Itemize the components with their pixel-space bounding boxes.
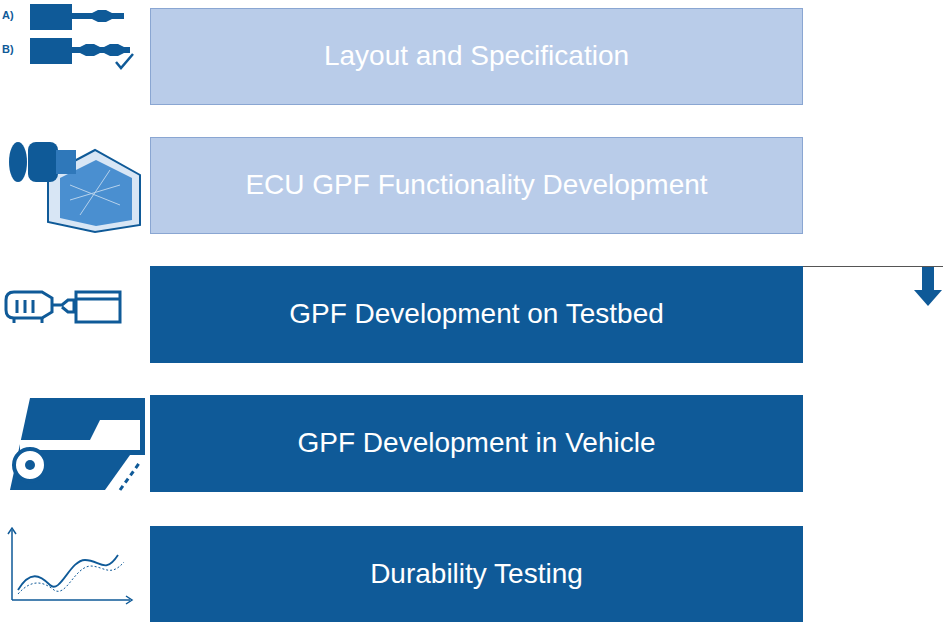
option-label: A) <box>2 9 14 21</box>
band-text: Durability Testing <box>358 558 595 590</box>
ecu-icon <box>9 142 140 232</box>
layout-icon <box>30 4 133 68</box>
chart-icon <box>8 528 132 604</box>
testbed-icon <box>6 292 120 323</box>
option-label: B) <box>2 43 14 55</box>
vehicle-icon <box>10 398 145 490</box>
band-text: GPF Development on Testbed <box>277 298 676 330</box>
process-band: Layout and Specification <box>150 8 803 105</box>
process-band: Durability Testing <box>150 526 803 622</box>
band-text: ECU GPF Functionality Development <box>233 169 719 201</box>
band-text: GPF Development in Vehicle <box>286 427 668 459</box>
process-band: GPF Development on Testbed <box>150 266 803 363</box>
process-band: ECU GPF Functionality Development <box>150 137 803 234</box>
band-text: Layout and Specification <box>312 40 641 72</box>
step-arrow <box>803 267 943 307</box>
process-band: GPF Development in Vehicle <box>150 395 803 492</box>
